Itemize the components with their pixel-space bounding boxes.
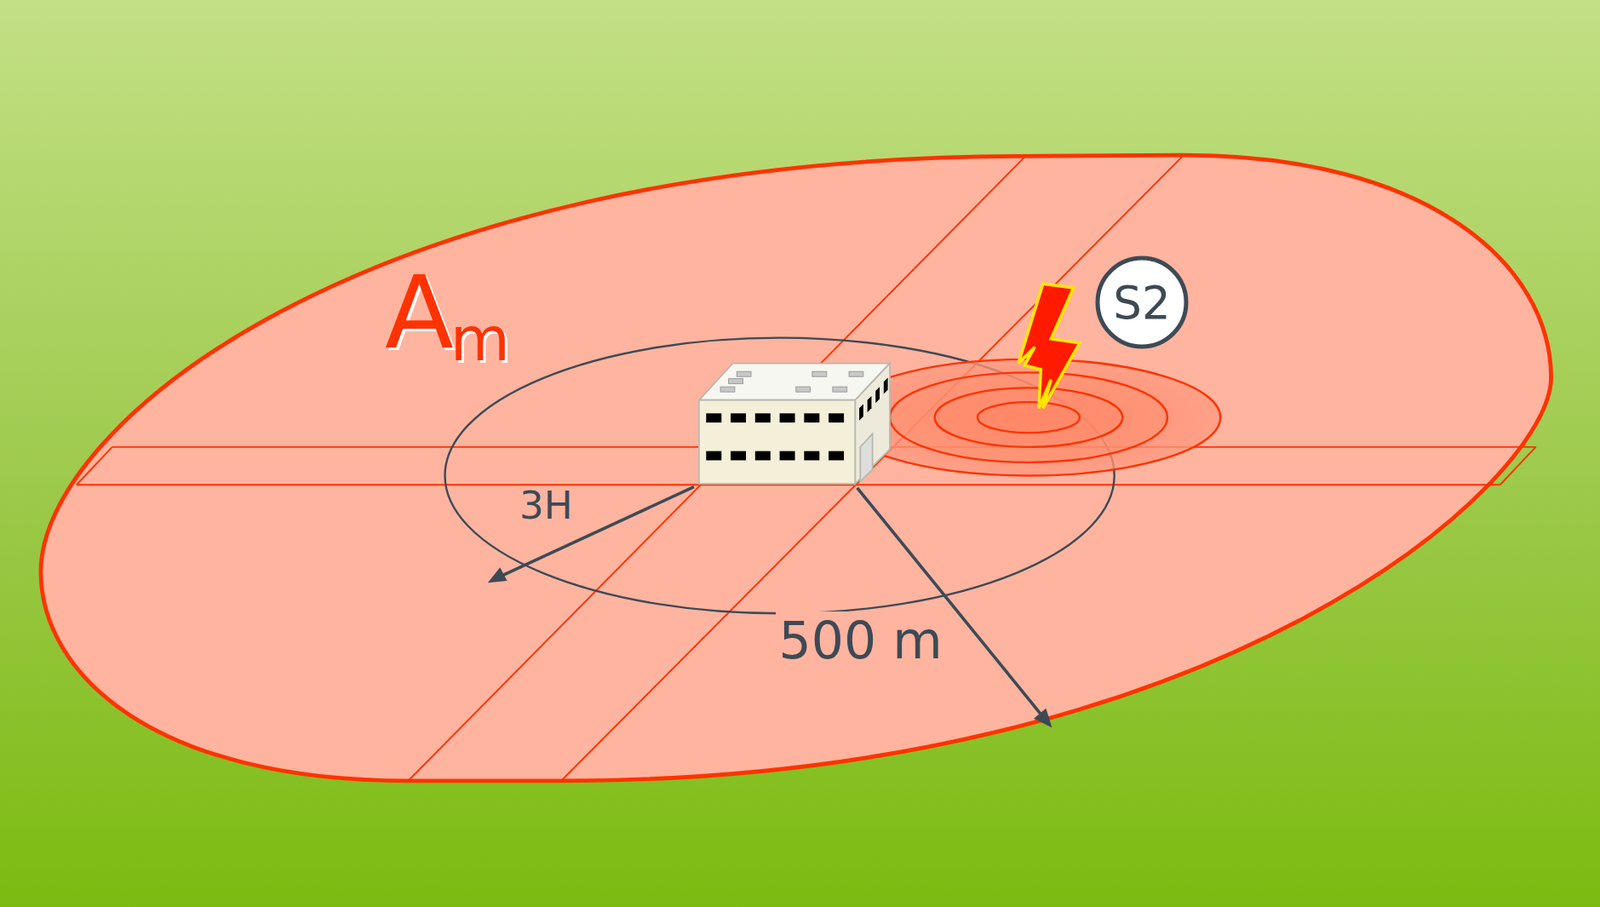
area-symbol: A: [384, 255, 454, 372]
scenario-circle: S2: [1095, 255, 1189, 350]
dimension-label: 500 m: [775, 611, 947, 671]
lightning-bolt: [1018, 283, 1080, 408]
building: [699, 363, 890, 484]
area-subscript: m: [450, 303, 511, 375]
line-band: [76, 154, 1537, 781]
strike-ripples: [837, 359, 1222, 476]
area-am: [40, 154, 1552, 781]
scenario-label: S2: [1112, 276, 1170, 329]
dimension-label: 3H: [519, 483, 573, 528]
